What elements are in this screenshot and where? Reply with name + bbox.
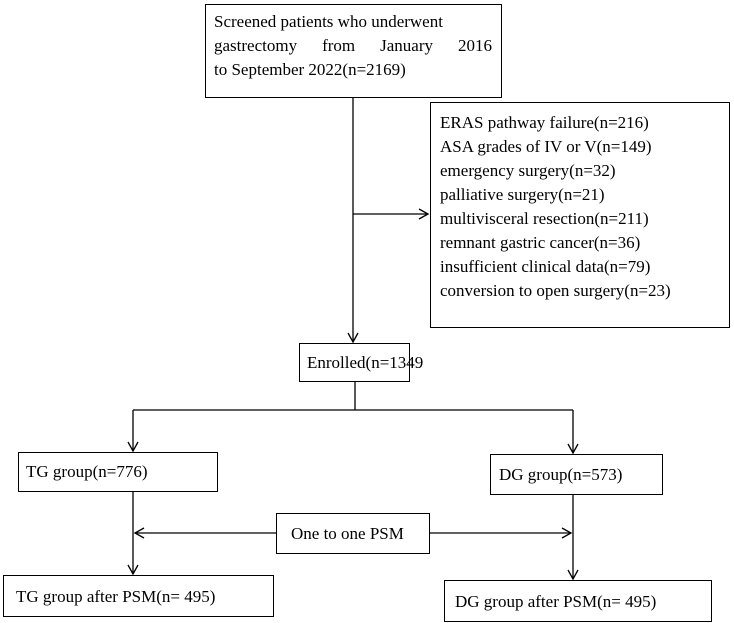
exclusion-item: palliative surgery(n=21): [440, 185, 605, 204]
exclusion-item: ERAS pathway failure(n=216): [440, 113, 649, 132]
exclusion-box: ERAS pathway failure(n=216) ASA grades o…: [430, 102, 730, 328]
dg-group-box: DG group(n=573): [490, 454, 663, 495]
tg-after-psm-box: TG group after PSM(n= 495): [3, 575, 274, 617]
psm-box: One to one PSM: [276, 513, 430, 554]
screened-box: Screened patients who underwent gastrect…: [205, 4, 502, 98]
screened-line-2: gastrectomy from January 2016: [214, 34, 492, 58]
exclusion-item: conversion to open surgery(n=23): [440, 281, 671, 300]
exclusion-item: ASA grades of IV or V(n=149): [440, 137, 652, 156]
screened-word: gastrectomy: [214, 36, 298, 55]
screened-line-3: to September 2022(n=2169): [214, 60, 406, 79]
enrolled-box: Enrolled(n=1349: [299, 343, 423, 382]
screened-word: 2016: [457, 36, 492, 55]
screened-word: from: [322, 36, 356, 55]
exclusion-item: multivisceral resection(n=211): [440, 209, 649, 228]
screened-word: January: [380, 36, 433, 55]
exclusion-item: insufficient clinical data(n=79): [440, 257, 651, 276]
exclusion-item: emergency surgery(n=32): [440, 161, 616, 180]
exclusion-item: remnant gastric cancer(n=36): [440, 233, 641, 252]
screened-line-1: Screened patients who underwent: [214, 12, 443, 31]
tg-group-box: TG group(n=776): [18, 452, 218, 492]
dg-after-psm-box: DG group after PSM(n= 495): [444, 580, 712, 622]
